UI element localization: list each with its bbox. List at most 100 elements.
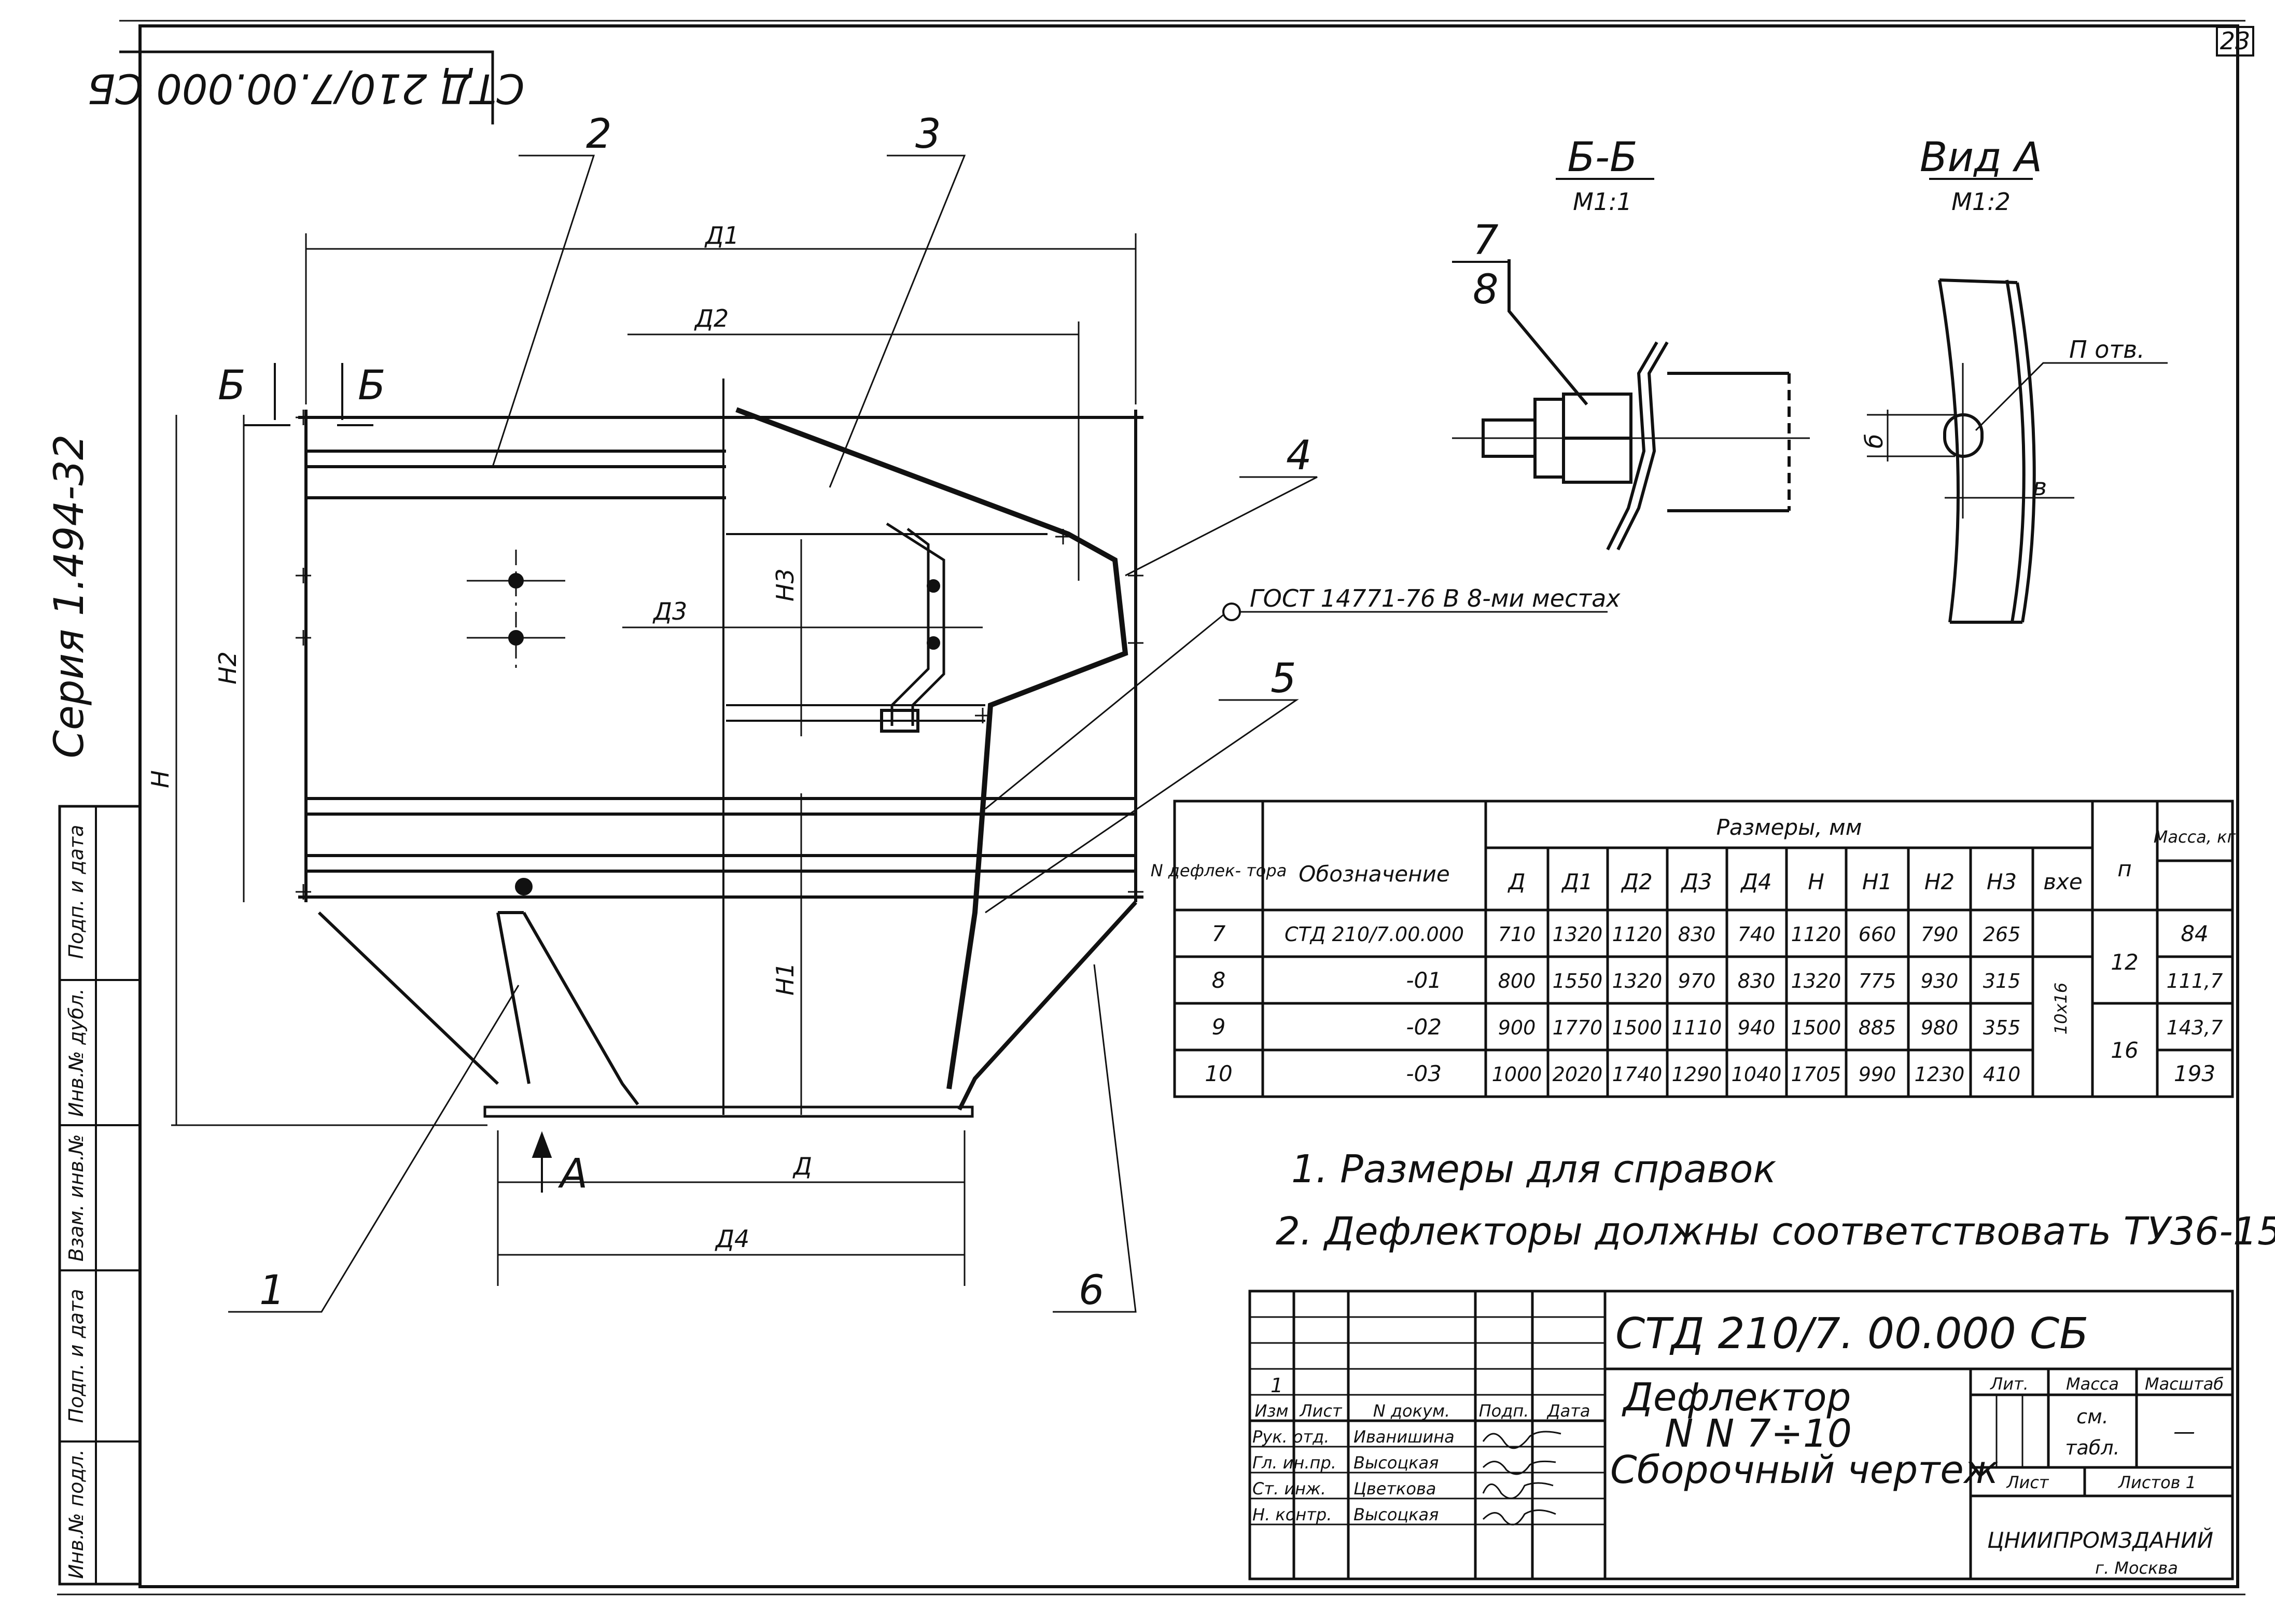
row10-d4: 1040: [1732, 1063, 1782, 1086]
title-mass-value-2: табл.: [2065, 1436, 2119, 1459]
title-mass-value-1: см.: [2076, 1405, 2109, 1428]
row8-h2: 930: [1921, 970, 1959, 992]
part-number-2: 2: [586, 111, 612, 158]
signer-1-name: Иванишина: [1353, 1427, 1455, 1447]
row7-d4: 740: [1738, 923, 1776, 946]
title-scale-value: —: [2173, 1419, 2195, 1444]
row9-d1: 1770: [1553, 1016, 1603, 1039]
title-block: СТД 210/7. 00.000 СБ Дефлектор N N 7÷10 …: [1248, 1290, 2234, 1580]
view-a-scale: М1:2: [1951, 188, 2011, 216]
row10-h2: 1230: [1915, 1063, 1965, 1086]
table-header-d3: Д3: [1680, 869, 1712, 894]
row8-d1: 1550: [1553, 970, 1603, 992]
title-header-date: Дата: [1546, 1401, 1590, 1421]
title-sheet-label: Лист: [2006, 1473, 2049, 1492]
signatures: [1482, 1431, 1561, 1525]
table-header-h1: Н1: [1862, 869, 1892, 894]
row9-d: 900: [1498, 1016, 1536, 1039]
row10-d1: 2020: [1553, 1063, 1603, 1086]
table-header-h2: Н2: [1924, 869, 1955, 894]
table-header-bxl: вхе: [2043, 869, 2082, 894]
title-header-list: Лист: [1299, 1401, 1342, 1421]
dim-d2: Д2: [694, 304, 729, 332]
row7-h1: 660: [1859, 923, 1896, 946]
detail-section-bb: Б-Б М1:1 7 8: [1452, 134, 1810, 551]
dim-h2: Н2: [214, 651, 242, 684]
stamp-podp-data-1: Подп. и дата: [65, 1289, 88, 1423]
dim-d4: Д4: [715, 1225, 749, 1253]
table-header-d1: Д1: [1561, 869, 1593, 894]
row8-designation: -01: [1406, 968, 1442, 993]
row10-h3: 410: [1983, 1063, 2021, 1086]
view-a-dim-b: б: [1860, 434, 1888, 449]
row7-d1: 1320: [1553, 923, 1603, 946]
stamp-inv-podl: Инв.№ подл.: [65, 1449, 88, 1579]
signer-3-role: Ст. инж.: [1252, 1479, 1326, 1499]
dim-d3: Д3: [652, 597, 687, 625]
signer-4-role: Н. контр.: [1252, 1505, 1332, 1524]
row7-h2: 790: [1921, 923, 1959, 946]
row7-d: 710: [1498, 923, 1536, 946]
row9-h1: 885: [1859, 1016, 1896, 1039]
title-header-sign: Подп.: [1479, 1401, 1529, 1421]
title-header-doc: N докум.: [1373, 1401, 1450, 1421]
dim-d: Д: [792, 1152, 812, 1180]
part-number-1: 1: [259, 1267, 285, 1314]
row9-h3: 355: [1983, 1016, 2021, 1039]
view-a-title: Вид А: [1920, 134, 2042, 181]
deflector-assembly: [171, 155, 1608, 1313]
table-header-n: N дефлек- тора: [1151, 861, 1287, 880]
row8-d3: 970: [1678, 970, 1716, 992]
row7-mass: 84: [2181, 921, 2208, 946]
dim-h1: Н1: [771, 962, 799, 996]
stamp-vzam-inv: Взам. инв.№: [65, 1134, 88, 1262]
row8-h3: 315: [1983, 970, 2021, 992]
row9-designation: -02: [1406, 1014, 1442, 1040]
view-a-dim-v: в: [2033, 473, 2047, 501]
dim-h: Н: [146, 770, 174, 788]
stamp-inv-dubl: Инв.№ дубл.: [65, 988, 88, 1117]
note-2: 2. Дефлекторы должны соответствовать ТУ3…: [1276, 1209, 2275, 1254]
detail-bb-callout-7: 7: [1473, 217, 1499, 264]
table-header-sizes: Размеры, мм: [1716, 815, 1862, 840]
row7-d3: 830: [1678, 923, 1716, 946]
stamp-podp-data-2: Подп. и дата: [65, 825, 88, 959]
dim-d1: Д1: [704, 221, 739, 249]
side-stamp: Инв.№ подл. Подп. и дата Взам. инв.№ Инв…: [58, 805, 142, 1586]
row9-d4: 940: [1738, 1016, 1776, 1039]
table-bxl-merged: 10х16: [2051, 983, 2071, 1034]
detail-view-a: Вид А М1:2 П отв. б в: [1860, 134, 2168, 624]
table-header-d: Д: [1508, 869, 1526, 894]
title-header-izm: Изм: [1254, 1401, 1288, 1421]
row8-h1: 775: [1859, 970, 1896, 992]
signer-2-role: Гл. ин.пр.: [1252, 1453, 1336, 1473]
page-number: 23: [2220, 27, 2251, 55]
part-number-6: 6: [1079, 1267, 1105, 1314]
detail-bb-callout-8: 8: [1473, 267, 1499, 313]
note-1: 1. Размеры для справок: [1291, 1147, 1776, 1192]
section-b-left: Б: [218, 362, 246, 409]
title-sheets-label: Листов 1: [2118, 1473, 2196, 1492]
row10-d2: 1740: [1612, 1063, 1663, 1086]
title-doc-code: СТД 210/7. 00.000 СБ: [1615, 1309, 2088, 1359]
detail-bb-scale: М1:1: [1573, 188, 1632, 216]
part-number-5: 5: [1271, 655, 1296, 702]
row7-h: 1120: [1791, 923, 1841, 946]
row7-d2: 1120: [1612, 923, 1663, 946]
page-number-box: 23: [2216, 26, 2254, 57]
weld-marks: [296, 410, 1143, 900]
table-header-h: Н: [1808, 869, 1824, 894]
part-number-3: 3: [915, 111, 941, 158]
row7-h3: 265: [1983, 923, 2021, 946]
series-label: Серия 1.494-32: [46, 434, 93, 758]
row7-designation: СТД 210/7.00.000: [1285, 923, 1464, 946]
row10-d: 1000: [1492, 1063, 1542, 1086]
table-header-h3: Н3: [1987, 869, 2017, 894]
row8-d2: 1320: [1612, 970, 1663, 992]
row8-d: 800: [1498, 970, 1536, 992]
row10-designation: -03: [1406, 1061, 1442, 1086]
part-number-4: 4: [1286, 432, 1312, 479]
signer-2-name: Высоцкая: [1353, 1453, 1439, 1473]
signer-4-name: Высоцкая: [1353, 1505, 1439, 1524]
title-name-line2: N N 7÷10: [1665, 1411, 1852, 1456]
